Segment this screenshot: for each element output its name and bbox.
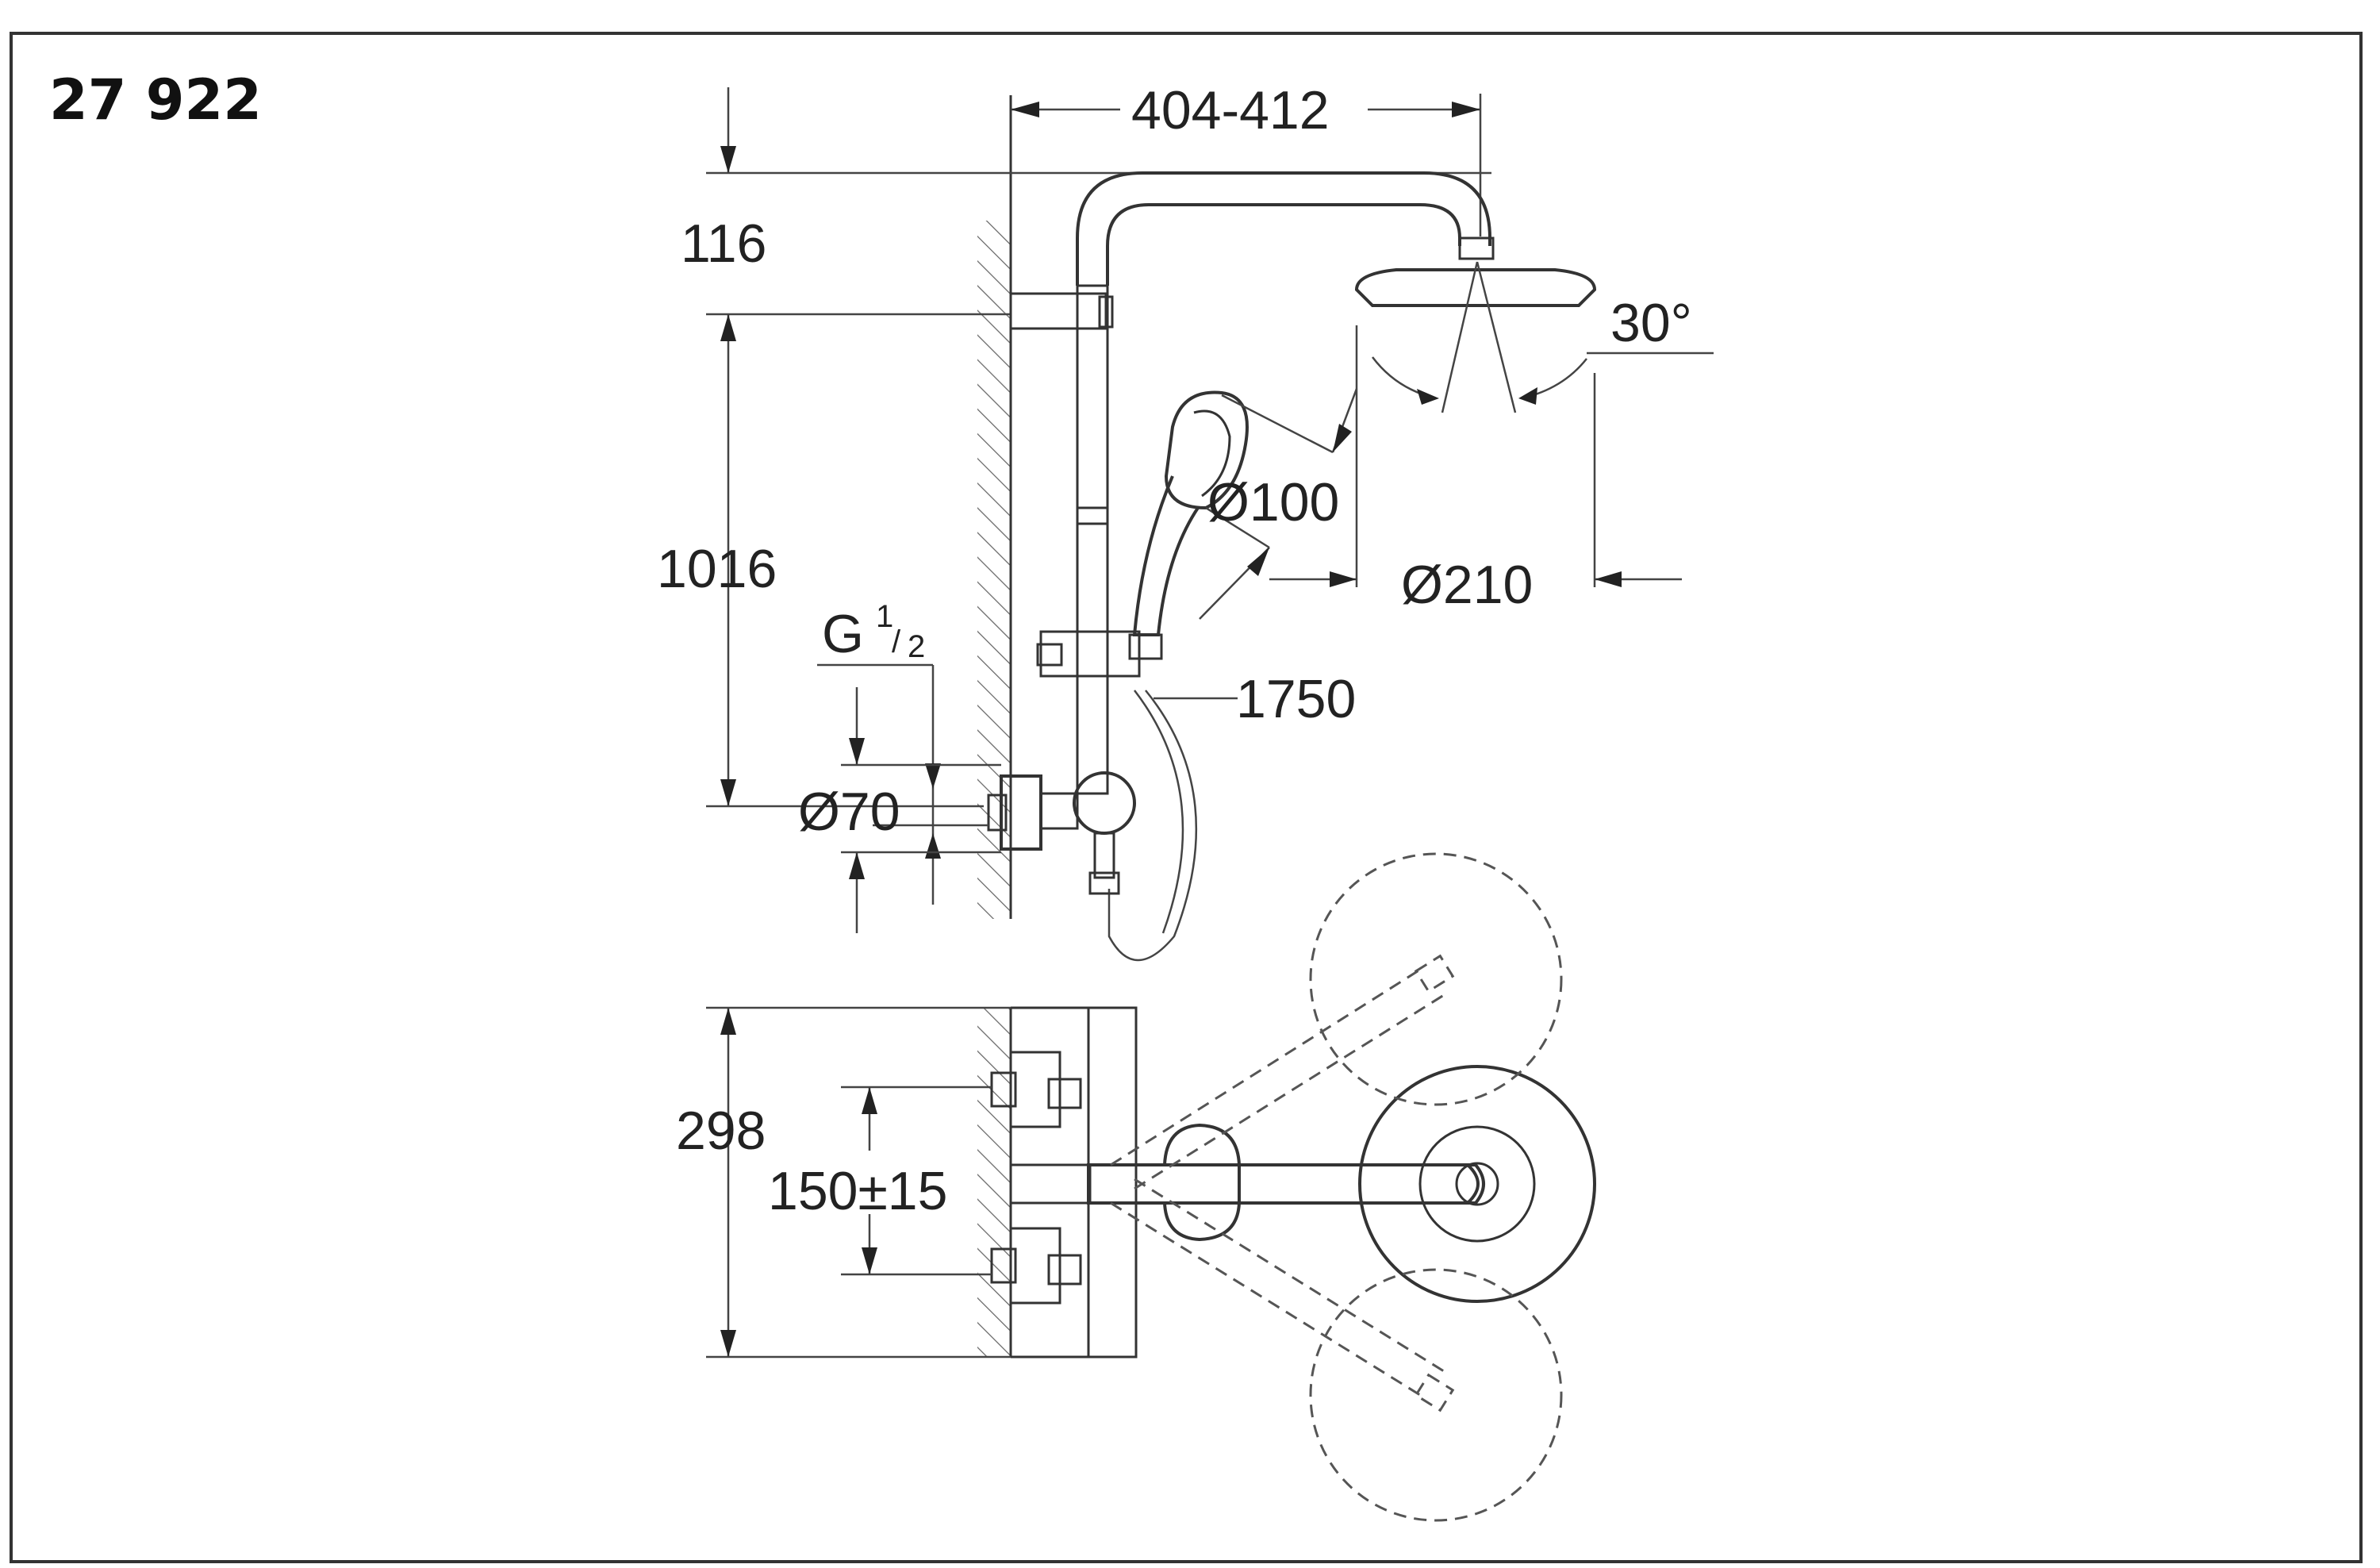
dim-arrow: [720, 1008, 736, 1035]
plan-rotation-arm-top-2: [1134, 993, 1445, 1190]
dim-thread-den: 2: [908, 629, 925, 664]
dim-arrow: [720, 146, 736, 173]
drawing-frame: [10, 32, 2363, 1563]
wall-bracket-top: [1009, 292, 1107, 330]
hose-outlet: [1093, 832, 1115, 879]
dim-arrow: [1330, 571, 1357, 587]
plan-holder: [1163, 1123, 1241, 1242]
hand-shower-handle: [1132, 475, 1200, 636]
dim-arrow: [849, 738, 865, 765]
angle-ray-right: [1476, 261, 1517, 413]
slider-knob: [1036, 643, 1063, 667]
dim-arrow: [862, 1087, 877, 1114]
hose-line: [1107, 690, 1197, 962]
plan-rotation-arm-bottom-1: [1110, 1201, 1421, 1397]
dim-inlet-spacing: 150±15: [768, 1161, 947, 1221]
plan-inlet-bottom: [1009, 1227, 1061, 1305]
plan-rotation-end-top: [1414, 954, 1455, 993]
dim-arrow: [1247, 548, 1269, 576]
dim-top-width: 404-412: [1131, 80, 1330, 140]
plan-inlet-top-conn: [1047, 1078, 1082, 1109]
hose-line-inner: [1134, 690, 1184, 934]
plan-inlet-bottom-conn: [1047, 1254, 1082, 1286]
dim-rosette-diameter: Ø70: [798, 782, 900, 842]
model-number: 27 922: [49, 67, 262, 133]
plan-wall-hatching: [977, 1008, 1011, 1357]
dim-arrow: [1595, 571, 1622, 587]
head-connector: [1458, 236, 1495, 260]
angle-arc-left: [1372, 356, 1437, 400]
plan-arm-end: [1088, 1163, 1480, 1205]
diverter-knob: [1073, 771, 1136, 835]
dim-head-shower-diameter: Ø210: [1401, 555, 1533, 615]
plan-rotation-arm-bottom-2: [1134, 1178, 1445, 1373]
dim-arrow: [720, 1330, 736, 1357]
dim-arrow: [1518, 387, 1537, 405]
hand-shower-slider: [1039, 630, 1141, 678]
hand-shower-head: [1164, 390, 1249, 510]
plan-mixer-body: [1087, 1006, 1138, 1359]
plan-inlet-top-nut: [990, 1071, 1017, 1108]
plan-rotation-arm-top-1: [1110, 968, 1421, 1166]
dim-100-ext-top: [1221, 394, 1334, 454]
shower-arm-inner: [1106, 203, 1461, 286]
dim-tilt-angle: 30°: [1610, 293, 1692, 353]
dim-thread-slash: /: [892, 625, 901, 659]
dim-rail-height: 1016: [657, 539, 777, 599]
hose-outlet-nut: [1088, 871, 1120, 895]
plan-head-shower: [1358, 1065, 1596, 1303]
head-shower: [1354, 268, 1597, 307]
dim-arrow: [1011, 102, 1039, 117]
dim-arrow: [1417, 389, 1439, 405]
dim-arrow: [862, 1247, 877, 1274]
dim-100-ext-bottom: [1205, 506, 1270, 549]
riser-rail: [1076, 284, 1109, 795]
plan-inlet-top: [1009, 1051, 1061, 1128]
plan-head-shower-inner: [1418, 1125, 1536, 1243]
mixer-cap: [987, 794, 1008, 832]
dim-arrow: [925, 763, 941, 789]
wall-bracket-top-cap: [1098, 295, 1114, 329]
plan-arm: [1087, 1163, 1485, 1205]
dim-thread-num: 1: [876, 599, 893, 634]
dim-arrow: [1333, 424, 1352, 452]
dim-thread-prefix: G: [822, 604, 864, 664]
dim-arrow: [849, 852, 865, 879]
dim-top-offset: 116: [681, 213, 766, 274]
plan-rotation-circle-bottom: [1309, 1268, 1563, 1522]
plan-arm-base: [1009, 1163, 1092, 1205]
dim-arrow: [925, 833, 941, 859]
hand-shower-face: [1193, 409, 1231, 498]
plan-view: 298 150±15: [676, 852, 1596, 1522]
dim-hose-length: 1750: [1236, 669, 1356, 729]
plan-inlet-bottom-nut: [990, 1247, 1017, 1284]
dim-arrow: [720, 314, 736, 341]
mixer-connector: [1039, 792, 1079, 830]
dim-arrow: [720, 779, 736, 806]
plan-rotation-end-bottom: [1414, 1373, 1455, 1412]
elevation-view: 404-412 116 1016 Ø210: [657, 80, 1714, 962]
hand-shower-connector: [1128, 633, 1163, 660]
plan-head-shower-center: [1455, 1162, 1499, 1206]
plan-rotation-circle-top: [1309, 852, 1563, 1106]
dim-plan-depth: 298: [676, 1101, 766, 1161]
dim-arrow: [1452, 102, 1480, 117]
dim-hand-shower-diameter: Ø100: [1207, 472, 1339, 532]
shower-arm-outer: [1076, 171, 1491, 286]
angle-ray-left: [1441, 261, 1479, 413]
